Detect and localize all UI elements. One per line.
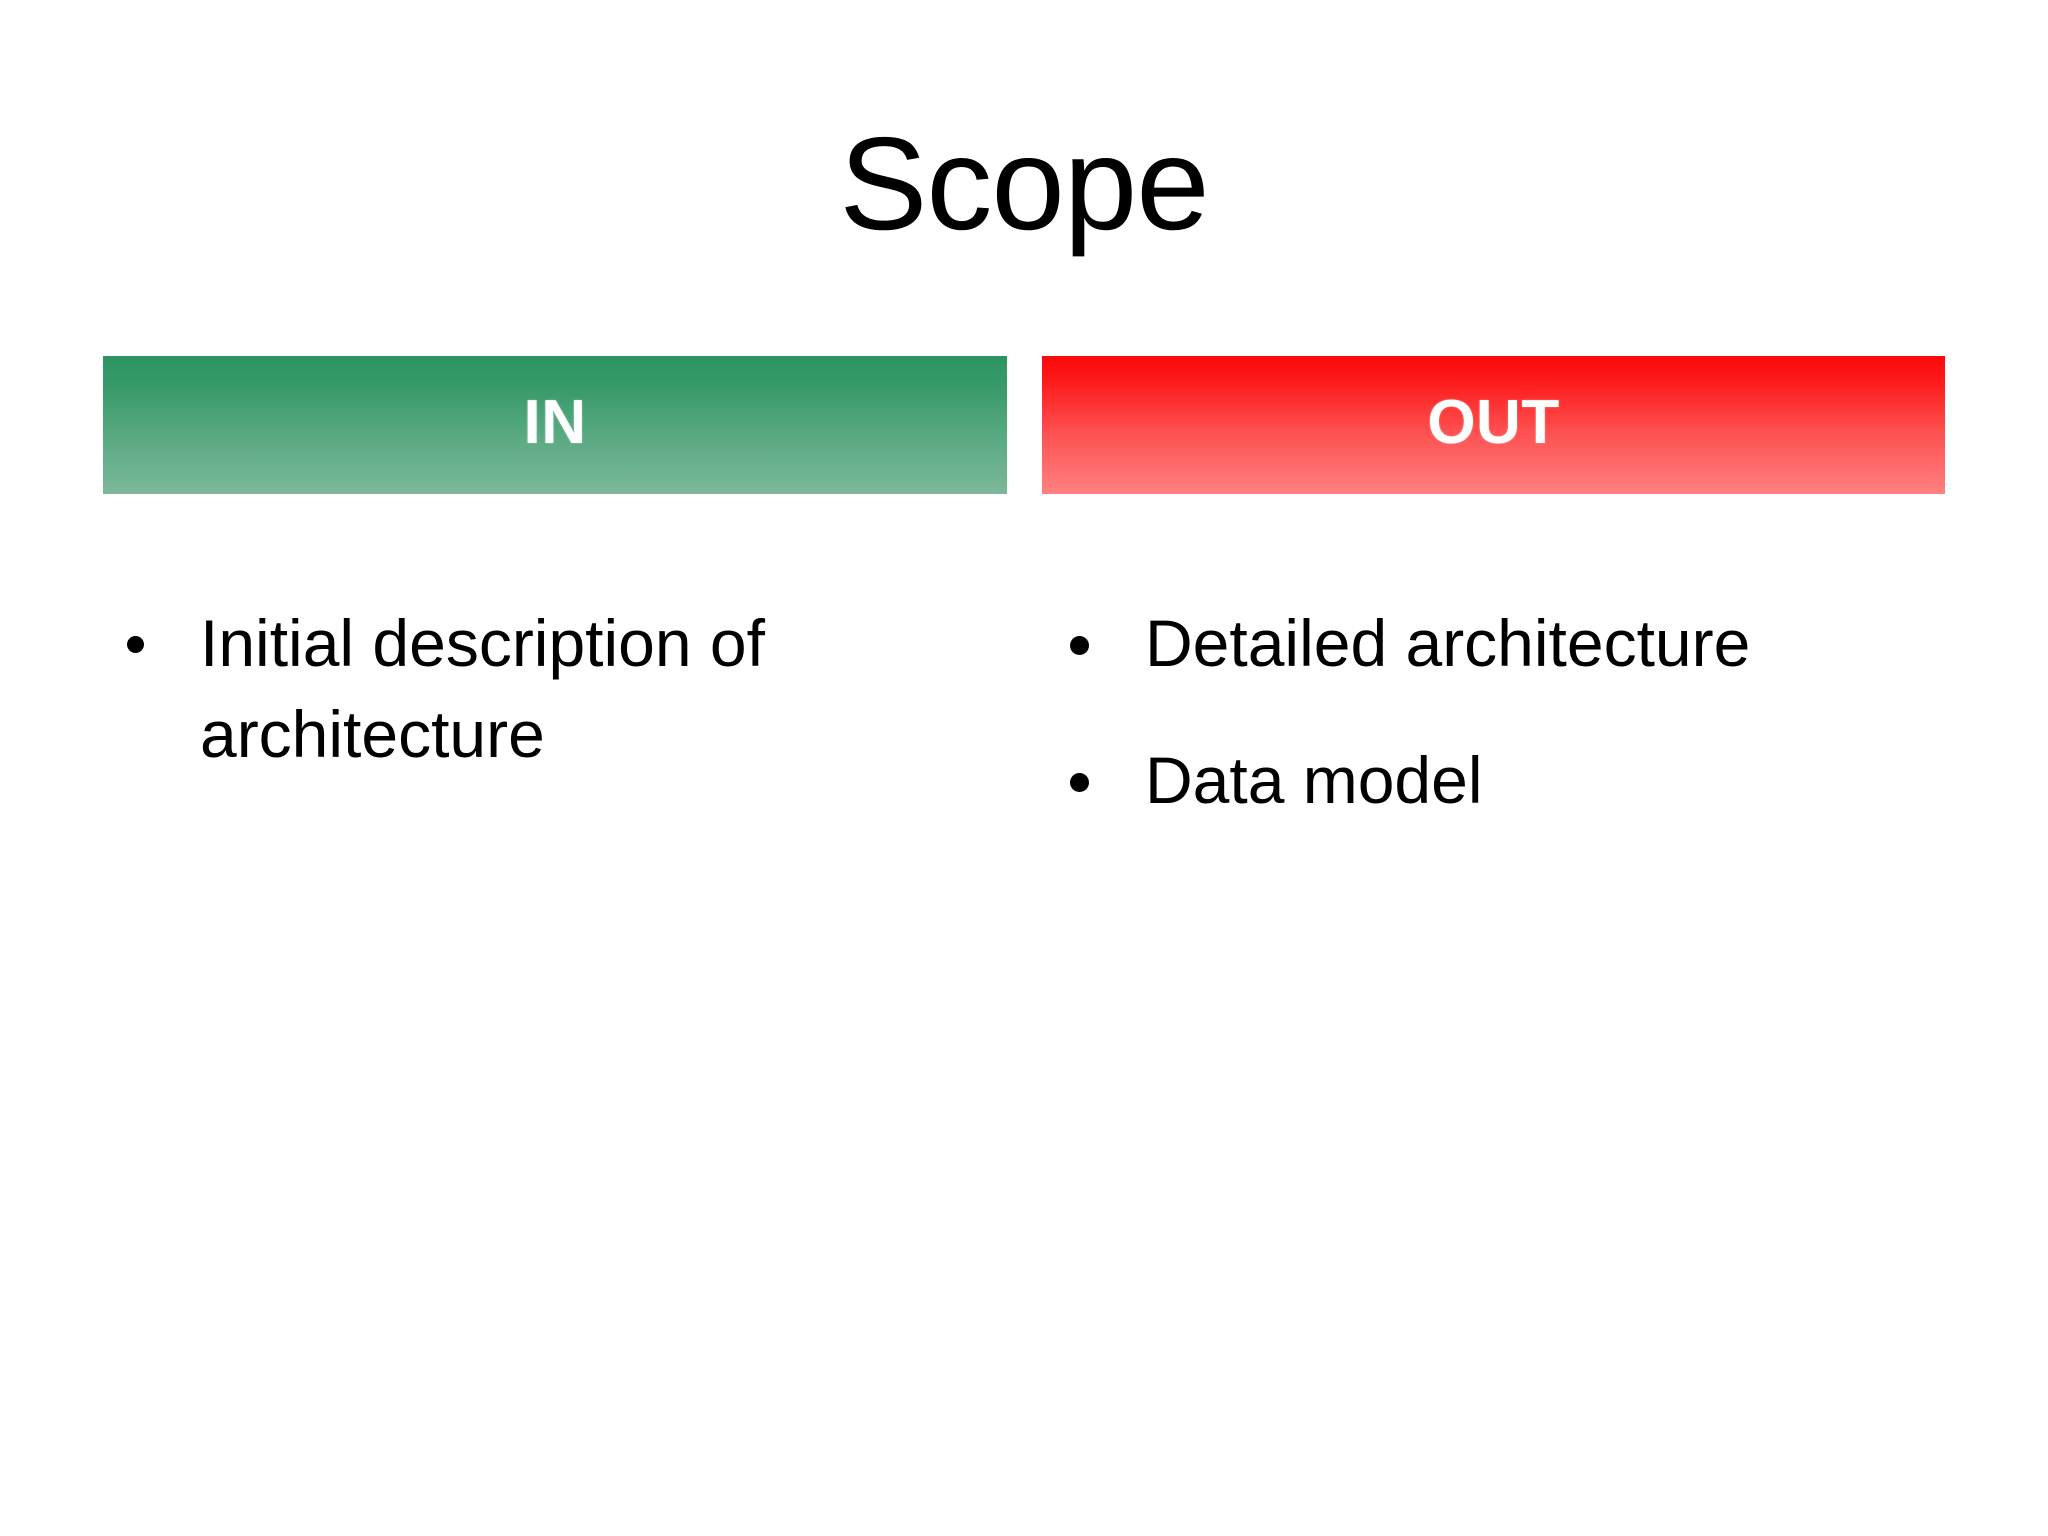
scope-column-out: Detailed architecture Data model bbox=[1042, 598, 1942, 872]
scope-in-bullet-list: Initial description of architecture bbox=[103, 598, 983, 780]
scope-header-out: OUT bbox=[1042, 356, 1945, 494]
list-item: Detailed architecture bbox=[1042, 598, 1942, 689]
page-title: Scope bbox=[839, 110, 1209, 257]
bullet-dot-icon bbox=[1070, 636, 1089, 655]
scope-header-bars: IN OUT bbox=[0, 356, 2048, 496]
list-item: Initial description of architecture bbox=[103, 598, 900, 780]
list-item-label: Data model bbox=[1145, 743, 1483, 818]
scope-out-bullet-list: Detailed architecture Data model bbox=[1042, 598, 1942, 826]
scope-content-columns: Initial description of architecture Deta… bbox=[0, 598, 2048, 938]
bullet-dot-icon bbox=[127, 636, 144, 653]
scope-header-in-label: IN bbox=[523, 388, 587, 457]
list-item-label: Initial description of architecture bbox=[200, 606, 765, 772]
scope-column-in: Initial description of architecture bbox=[103, 598, 983, 796]
list-item-label: Detailed architecture bbox=[1145, 606, 1751, 680]
bullet-dot-icon bbox=[1070, 773, 1089, 793]
list-item: Data model bbox=[1042, 735, 1942, 826]
scope-header-in: IN bbox=[103, 356, 1007, 494]
scope-header-out-label: OUT bbox=[1427, 388, 1560, 457]
